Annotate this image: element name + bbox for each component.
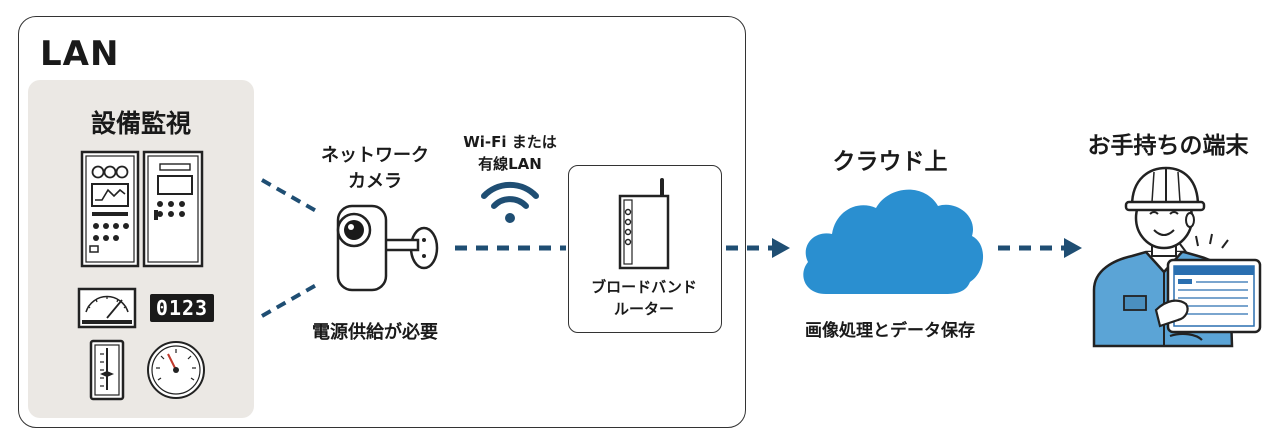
camera-label: ネットワーク カメラ xyxy=(300,143,450,195)
camera-label-line2: カメラ xyxy=(348,171,402,192)
lan-title: LAN xyxy=(40,34,120,74)
cloud-title: クラウド上 xyxy=(832,149,948,175)
connection-type-label: Wi-Fi または 有線LAN xyxy=(440,131,580,175)
network-camera-icon xyxy=(336,204,439,292)
pressure-gauge-icon xyxy=(147,341,205,399)
equipment-title: 設備監視 xyxy=(90,109,191,138)
worker-with-tablet-icon xyxy=(1092,166,1262,348)
cloud-caption: 画像処理とデータ保存 xyxy=(805,321,975,341)
control-cabinet-icon xyxy=(80,150,204,268)
router-label: ブロードバンド ルーター xyxy=(568,276,720,320)
cloud-icon xyxy=(803,189,984,294)
power-required-note: 電源供給が必要 xyxy=(312,322,438,343)
thermometer-icon xyxy=(89,339,125,401)
router-label-line1: ブロードバンド xyxy=(591,278,697,296)
router-icon xyxy=(618,178,670,270)
camera-label-line1: ネットワーク xyxy=(321,145,429,166)
wifi-icon xyxy=(481,181,539,223)
router-label-line2: ルーター xyxy=(613,300,674,318)
connection-type-line1: Wi-Fi または xyxy=(463,133,557,151)
device-title: お手持ちの端末 xyxy=(1087,133,1249,159)
digital-counter-value: 0123 xyxy=(155,296,209,320)
equipment-panel xyxy=(28,80,254,418)
analog-meter-icon xyxy=(77,287,137,329)
connection-type-line2: 有線LAN xyxy=(478,155,542,173)
digital-counter-display xyxy=(150,294,214,322)
